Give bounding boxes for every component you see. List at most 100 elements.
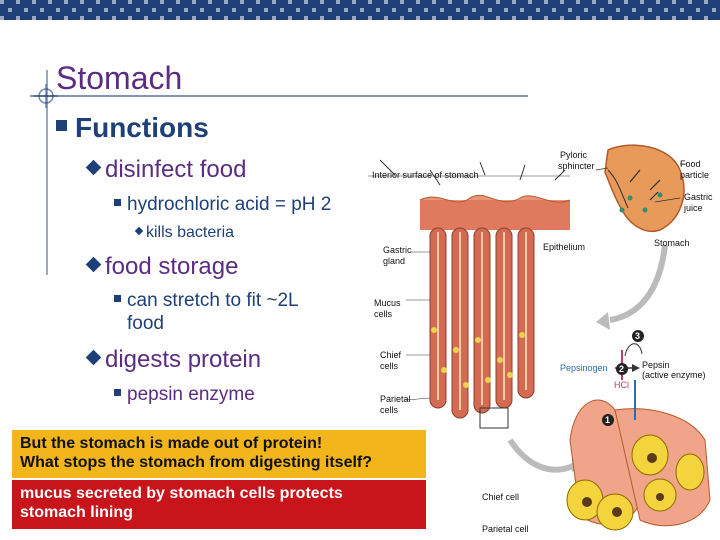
pattern-square: [232, 8, 236, 12]
pattern-square: [160, 0, 164, 4]
pattern-square: [64, 16, 68, 20]
pattern-square: [632, 8, 636, 12]
pattern-square: [520, 8, 524, 12]
pattern-square: [144, 0, 148, 4]
top-pattern-bar: [0, 0, 720, 20]
pattern-square: [376, 8, 380, 12]
label-interior-surface: Interior surface of stomach: [372, 170, 479, 180]
pattern-square: [104, 8, 108, 12]
label-gastric-gland-1: Gastric: [383, 245, 412, 255]
sub-bullet-text: pepsin enzyme: [127, 384, 255, 405]
bullet-disinfect-food: disinfect food: [85, 156, 246, 184]
stomach-gland-illustration: [368, 144, 711, 531]
label-gastric-juice-2: juice: [684, 203, 703, 213]
pattern-square: [416, 16, 420, 20]
pattern-square: [264, 8, 268, 12]
pattern-square: [168, 8, 172, 12]
pattern-square: [8, 8, 12, 12]
label-epithelium: Epithelium: [543, 242, 586, 252]
pattern-square: [32, 0, 36, 4]
pattern-square: [360, 8, 364, 12]
question-line-2: What stops the stomach from digesting it…: [20, 454, 373, 471]
label-parietal-cell: Parietal cell: [482, 524, 529, 534]
pattern-square: [200, 8, 204, 12]
pattern-square: [480, 16, 484, 20]
question-box: But the stomach is made out of protein! …: [12, 430, 426, 478]
pattern-square: [32, 16, 36, 20]
pattern-square: [96, 0, 100, 4]
sub-bullet-hcl: hydrochloric acid = pH 2: [114, 194, 331, 216]
label-chief-cells: cells: [380, 361, 399, 371]
question-text: But the stomach is made out of protein! …: [20, 434, 372, 472]
gastric-gland-columns: [429, 227, 535, 419]
pattern-square: [432, 16, 436, 20]
pattern-square: [560, 16, 564, 20]
label-mucus-cells: cells: [374, 309, 393, 319]
pattern-square: [296, 8, 300, 12]
checker-pattern: [0, 0, 716, 20]
bullet-text: digests protein: [105, 346, 262, 373]
pattern-square: [160, 16, 164, 20]
label-chief-cell: Chief cell: [482, 492, 520, 502]
label-parietal: Parietal: [380, 394, 411, 404]
pattern-square: [0, 0, 4, 4]
pattern-square: [320, 0, 324, 4]
pattern-square: [176, 0, 180, 4]
pattern-square: [480, 0, 484, 4]
pattern-square: [304, 0, 308, 4]
pattern-square: [688, 0, 692, 4]
slide-title: Stomach: [56, 60, 183, 96]
pattern-square: [128, 0, 132, 4]
pattern-square: [344, 8, 348, 12]
pattern-square: [352, 0, 356, 4]
title-underline: [30, 95, 528, 97]
pattern-square: [472, 8, 476, 12]
pattern-square: [272, 16, 276, 20]
pattern-square: [576, 16, 580, 20]
pattern-square: [600, 8, 604, 12]
pattern-square: [504, 8, 508, 12]
pattern-square: [528, 16, 532, 20]
pattern-square: [256, 0, 260, 4]
label-active-enzyme: (active enzyme): [642, 370, 706, 380]
pattern-square: [288, 0, 292, 4]
label-pepsin: Pepsin: [642, 360, 670, 370]
pattern-square: [512, 0, 516, 4]
pattern-square: [152, 8, 156, 12]
pattern-square: [24, 8, 28, 12]
square-bullet-icon: [114, 389, 121, 396]
pattern-square: [352, 16, 356, 20]
pattern-square: [248, 8, 252, 12]
pattern-square: [664, 8, 668, 12]
diamond-bullet-icon: [85, 256, 102, 273]
pattern-square: [336, 16, 340, 20]
pattern-square: [408, 8, 412, 12]
pattern-square: [184, 8, 188, 12]
pattern-square: [64, 0, 68, 4]
pattern-square: [48, 0, 52, 4]
bullet-text: food storage: [105, 253, 239, 280]
pattern-square: [272, 0, 276, 4]
functions-heading-text: Functions: [75, 112, 209, 143]
pattern-square: [440, 8, 444, 12]
square-bullet-icon: [114, 199, 121, 206]
pattern-square: [624, 16, 628, 20]
pattern-square: [192, 0, 196, 4]
pattern-square: [88, 8, 92, 12]
pattern-square: [96, 16, 100, 20]
pattern-square: [496, 16, 500, 20]
pattern-square: [640, 0, 644, 4]
label-stomach: Stomach: [654, 238, 690, 248]
sub-bullet-stretch: can stretch to fit ~2L: [114, 290, 299, 312]
pattern-square: [384, 16, 388, 20]
pattern-square: [80, 0, 84, 4]
pattern-square: [544, 16, 548, 20]
pattern-square: [552, 8, 556, 12]
pattern-square: [528, 0, 532, 4]
pattern-square: [112, 16, 116, 20]
pattern-square: [448, 16, 452, 20]
pattern-square: [240, 0, 244, 4]
square-bullet-icon: [114, 295, 121, 302]
pattern-square: [624, 0, 628, 4]
sub-bullet-text: can stretch to fit ~2L: [127, 290, 299, 311]
